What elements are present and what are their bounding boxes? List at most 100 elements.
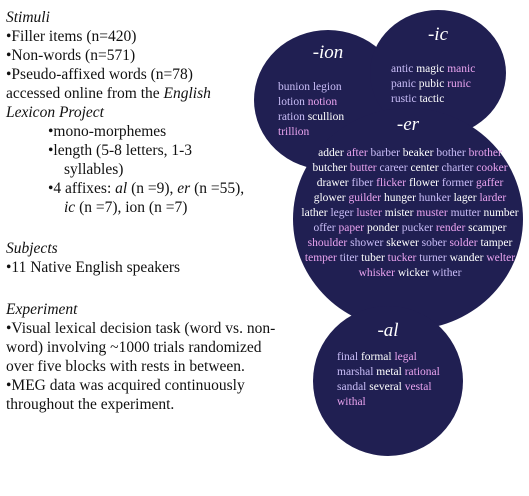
- experiment-line-2: word) involving ~1000 trials randomized: [6, 339, 262, 356]
- experiment-line-1: •Visual lexical decision task (word vs. …: [6, 320, 276, 337]
- al-word-row: final formal legal: [337, 350, 457, 365]
- er-word-row: glower guilder hunger hunker lager larde…: [299, 191, 521, 206]
- er-title: -er: [396, 114, 420, 135]
- er-word: adder: [318, 147, 344, 159]
- ion-word-row: ration scullion: [278, 110, 388, 125]
- ion-word: notion: [307, 96, 338, 108]
- er-word: drawer: [316, 177, 349, 189]
- al-word-row: marshal metal rational: [337, 365, 457, 380]
- er-word: leger: [330, 207, 354, 219]
- er-word: shoulder: [307, 237, 348, 249]
- ic-word-row: antic magic manic: [391, 62, 501, 77]
- experiment-heading: Experiment: [6, 301, 78, 318]
- ic-word-row: rustic tactic: [391, 92, 501, 107]
- ion-word: lotion: [278, 96, 305, 108]
- er-word: former: [441, 177, 474, 189]
- er-word: temper: [304, 252, 337, 264]
- er-words: adder after barber beaker bother brother…: [299, 146, 521, 281]
- er-word: butcher: [312, 162, 347, 174]
- al-word: sandal: [337, 381, 367, 393]
- experiment-line-4: •MEG data was acquired continuously: [6, 377, 245, 394]
- experiment-line-3: over five blocks with rests in between.: [6, 358, 245, 375]
- er-word: tucker: [387, 252, 417, 264]
- er-word: bother: [436, 147, 466, 159]
- al-word: final: [337, 351, 359, 363]
- pseudo-affixed-line-3: Lexicon Project: [6, 104, 104, 121]
- ic-word: pubic: [418, 78, 445, 90]
- al-word: rational: [404, 366, 440, 378]
- er-word-row: drawer fiber flicker flower former gaffe…: [299, 176, 521, 191]
- subjects-heading: Subjects: [6, 240, 58, 257]
- er-word: turner: [419, 252, 447, 264]
- subjects-line: •11 Native English speakers: [6, 259, 181, 276]
- affixes-line-2b: (n =7), ion (n =7): [75, 199, 188, 216]
- affixes-line-1a: •4 affixes:: [48, 180, 116, 197]
- er-word: scamper: [468, 222, 507, 234]
- al-word: formal: [360, 351, 392, 363]
- er-word: hunker: [418, 192, 451, 204]
- er-word: number: [483, 207, 519, 219]
- er-word: larder: [479, 192, 507, 204]
- al-word-row: withal: [337, 395, 457, 410]
- affix-er: er: [177, 180, 191, 197]
- er-word: cooker: [476, 162, 508, 174]
- er-word-row: butcher butter career center charter coo…: [299, 161, 521, 176]
- affixes-line-1b: (n =9),: [127, 180, 178, 197]
- ic-title: -ic: [427, 24, 449, 45]
- left-panel: Stimuli •Filler items (n=420) •Non-words…: [6, 8, 306, 414]
- experiment-line-5: throughout the experiment.: [6, 396, 175, 413]
- er-word: flower: [408, 177, 439, 189]
- er-word: charter: [441, 162, 474, 174]
- length-line-1: •length (5-8 letters, 1-3: [48, 142, 193, 159]
- er-word: pucker: [401, 222, 434, 234]
- er-word: solder: [449, 237, 478, 249]
- ion-word: legion: [312, 81, 342, 93]
- er-word: ponder: [366, 222, 399, 234]
- non-words: •Non-words (n=571): [6, 47, 136, 64]
- al-word-row: sandal several vestal: [337, 380, 457, 395]
- affixes-line-1c: (n =55),: [190, 180, 245, 197]
- affix-ic: ic: [64, 199, 76, 216]
- pseudo-affixed-line-2: accessed online from the English: [6, 84, 306, 103]
- al-word: several: [369, 381, 402, 393]
- pseudo-affixed-line-1: •Pseudo-affixed words (n=78): [6, 66, 193, 83]
- er-word: titer: [339, 252, 359, 264]
- ion-word: ration: [278, 111, 305, 123]
- er-circle: -er adder after barber beaker bother bro…: [293, 108, 523, 330]
- al-title: -al: [377, 320, 399, 341]
- er-word: sober: [421, 237, 447, 249]
- er-word: wander: [449, 252, 484, 264]
- er-word: barber: [370, 147, 400, 159]
- er-word-row: adder after barber beaker bother brother: [299, 146, 521, 161]
- filler-items: •Filler items (n=420): [6, 28, 137, 45]
- er-word-row: whisker wicker wither: [299, 266, 521, 281]
- ic-word: panic: [391, 78, 416, 90]
- er-word: lager: [453, 192, 477, 204]
- ic-word: antic: [391, 63, 414, 75]
- er-word: tuber: [361, 252, 385, 264]
- er-word-row: offer paper ponder pucker render scamper: [299, 221, 521, 236]
- er-word: after: [346, 147, 368, 159]
- er-word: muster: [416, 207, 448, 219]
- ic-word: magic: [416, 63, 445, 75]
- er-word: paper: [338, 222, 365, 234]
- ion-word-row: bunion legion: [278, 80, 388, 95]
- er-word: luster: [356, 207, 382, 219]
- er-word-row: temper titer tuber tucker turner wander …: [299, 251, 521, 266]
- length-line-2: syllables): [64, 161, 124, 178]
- er-word: gaffer: [476, 177, 504, 189]
- er-word: fiber: [351, 177, 374, 189]
- affixes-line-2: ic (n =7), ion (n =7): [6, 198, 306, 217]
- mono-morphemes: •mono-morphemes: [48, 123, 167, 140]
- er-word: glower: [313, 192, 346, 204]
- er-word: mutter: [450, 207, 481, 219]
- ic-word: tactic: [419, 93, 445, 105]
- ic-word: rustic: [391, 93, 417, 105]
- er-word: hunger: [383, 192, 416, 204]
- al-word: marshal: [337, 366, 374, 378]
- al-word: legal: [394, 351, 417, 363]
- ic-word: manic: [447, 63, 476, 75]
